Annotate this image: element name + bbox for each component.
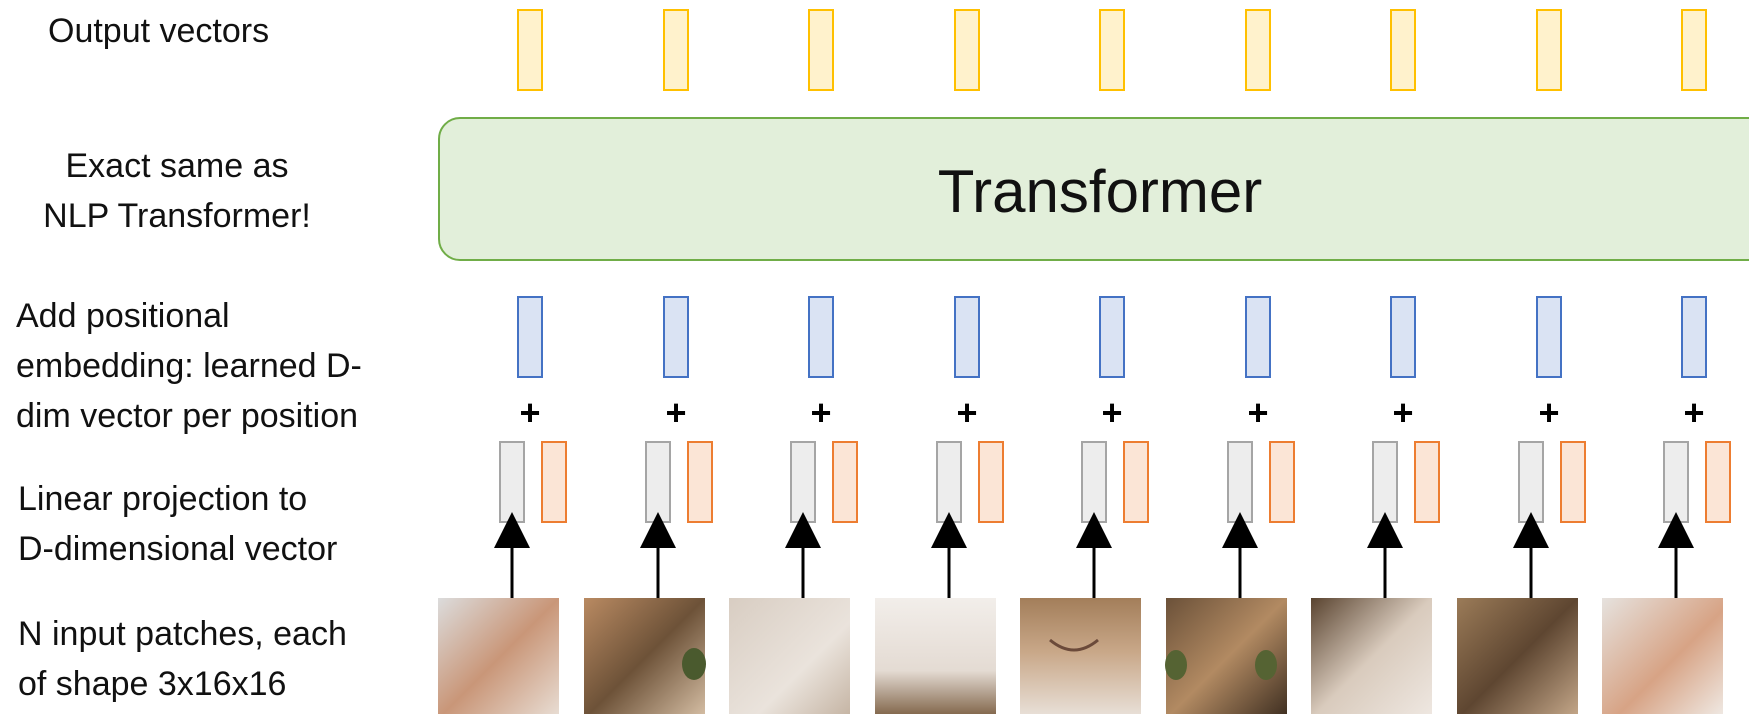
positional-embedding-vector (1705, 441, 1731, 523)
cat-eye-edge-patch (1457, 598, 1578, 714)
projected-vector (1663, 441, 1689, 523)
output-vectors-label: Output vectors (48, 12, 270, 50)
projected-vector (1518, 441, 1544, 523)
input-patches-label: N input patches, each of shape 3x16x16 (18, 615, 347, 703)
embedded-vector (1390, 296, 1416, 378)
cat-whisker-patch (729, 598, 850, 714)
output-vector (1099, 9, 1125, 91)
transformer-note-label: Exact same as NLP Transformer! (43, 147, 311, 235)
projected-vector (1081, 441, 1107, 523)
projected-vector (1372, 441, 1398, 523)
plus-sign: + (1683, 392, 1704, 433)
output-vector (954, 9, 980, 91)
cat-eye-mark (1165, 650, 1187, 680)
cat-ear-patch (438, 598, 559, 714)
linear-projection-label: Linear projection to D-dimensional vecto… (18, 480, 338, 568)
embedded-vector (808, 296, 834, 378)
plus-sign: + (1101, 392, 1122, 433)
positional-embedding-vector (541, 441, 567, 523)
projected-vector (1227, 441, 1253, 523)
projected-vector (936, 441, 962, 523)
embedded-vector (1245, 296, 1271, 378)
output-vector (1390, 9, 1416, 91)
positional-embedding-vector (687, 441, 713, 523)
projected-vector (790, 441, 816, 523)
embedded-vector (517, 296, 543, 378)
transformer-block (438, 117, 1749, 261)
cat-cheek-patch (1311, 598, 1432, 714)
embedded-vector (1681, 296, 1707, 378)
plus-sign: + (665, 392, 686, 433)
positional-embedding-label: Add positional embedding: learned D- dim… (16, 297, 362, 435)
output-vector (1681, 9, 1707, 91)
plus-sign: + (956, 392, 977, 433)
blanket-patch (875, 598, 996, 714)
positional-embedding-vector (1414, 441, 1440, 523)
plus-sign: + (1392, 392, 1413, 433)
transformer-title: Transformer (937, 158, 1263, 225)
output-vector (517, 9, 543, 91)
projected-vector (499, 441, 525, 523)
cat-nose-patch (1020, 598, 1141, 714)
output-vector (663, 9, 689, 91)
output-vector (808, 9, 834, 91)
embedded-vector (1536, 296, 1562, 378)
projected-vector (645, 441, 671, 523)
plus-sign: + (1538, 392, 1559, 433)
plus-sign: + (1247, 392, 1268, 433)
embedded-vector (663, 296, 689, 378)
cat-ear-tip-patch (1602, 598, 1723, 714)
positional-embedding-vector (978, 441, 1004, 523)
cat-eye-mark (1255, 650, 1277, 680)
positional-embedding-vector (1269, 441, 1295, 523)
positional-embedding-vector (1123, 441, 1149, 523)
embedded-vector (954, 296, 980, 378)
positional-embedding-vector (1560, 441, 1586, 523)
embedded-vector (1099, 296, 1125, 378)
output-vector (1536, 9, 1562, 91)
output-vector (1245, 9, 1271, 91)
plus-sign: + (810, 392, 831, 433)
cat-eye-mark (682, 648, 706, 680)
positional-embedding-vector (832, 441, 858, 523)
cat-nose-mark (1049, 638, 1099, 652)
plus-sign: + (519, 392, 540, 433)
